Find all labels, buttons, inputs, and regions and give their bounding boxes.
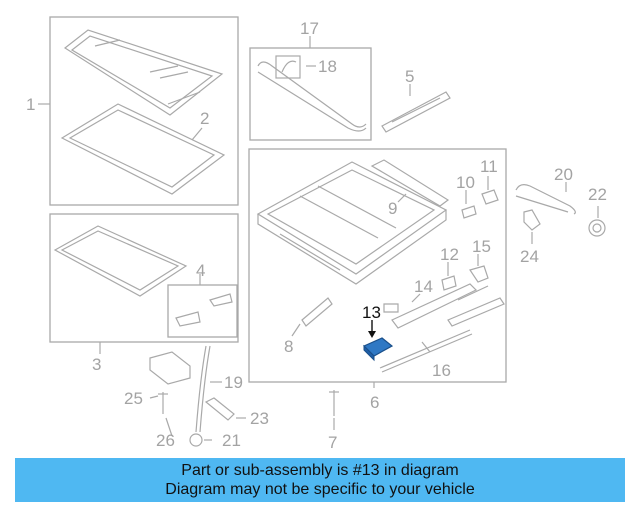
part-22-grommet[interactable] xyxy=(588,219,606,237)
group-box-3 xyxy=(49,213,239,343)
callout-21: 21 xyxy=(222,431,241,450)
callout-15: 15 xyxy=(472,237,491,256)
callout-14: 14 xyxy=(414,277,433,296)
callout-26: 26 xyxy=(156,431,175,450)
callout-5: 5 xyxy=(405,67,414,86)
part-1-glass-panel[interactable] xyxy=(63,29,224,116)
group-box-4 xyxy=(167,284,238,338)
callout-16: 16 xyxy=(432,361,451,380)
part-12-clip[interactable] xyxy=(441,275,457,291)
callout-18: 18 xyxy=(318,57,337,76)
callout-8: 8 xyxy=(284,337,293,356)
callout-24: 24 xyxy=(520,247,539,266)
part-11-bracket[interactable] xyxy=(481,189,499,205)
leader-lines xyxy=(38,36,599,441)
callout-6: 6 xyxy=(370,393,379,412)
group-box-1 xyxy=(49,16,239,206)
callout-1: 1 xyxy=(26,95,35,114)
callout-9: 9 xyxy=(388,199,397,218)
part-8-plate[interactable] xyxy=(301,297,333,327)
part-10-bracket[interactable] xyxy=(461,205,477,219)
callout-13: 13 xyxy=(362,303,381,322)
part-14-mechanism[interactable] xyxy=(383,283,505,329)
callout-22: 22 xyxy=(588,185,607,204)
part-17-drain-tube[interactable] xyxy=(257,55,367,132)
part-13-highlighted[interactable] xyxy=(362,320,394,362)
part-25-motor[interactable] xyxy=(149,351,191,385)
part-21-grommet[interactable] xyxy=(189,433,203,447)
part-24-clip[interactable] xyxy=(523,209,541,231)
part-5-deflector[interactable] xyxy=(381,91,451,133)
banner-line-1: Part or sub-assembly is #13 in diagram xyxy=(181,462,459,479)
callout-3: 3 xyxy=(92,355,101,374)
parts-diagram: 1 2 3 4 5 6 7 8 9 10 11 12 13 14 15 16 1… xyxy=(26,16,607,452)
info-banner: Part or sub-assembly is #13 in diagram D… xyxy=(15,458,625,502)
callout-17: 17 xyxy=(300,19,319,38)
callout-23: 23 xyxy=(250,409,269,428)
callout-12: 12 xyxy=(440,245,459,264)
banner-line-2: Diagram may not be specific to your vehi… xyxy=(165,481,475,498)
part-6-sunroof-frame[interactable] xyxy=(256,161,448,285)
part-9-guide-rail[interactable] xyxy=(370,159,450,207)
part-3-sunshade[interactable] xyxy=(53,225,188,297)
callout-11: 11 xyxy=(480,157,498,176)
part-7-bolt[interactable] xyxy=(329,390,339,416)
group-box-6 xyxy=(248,148,507,383)
part-16-drive-cable[interactable] xyxy=(379,329,473,373)
part-15-link[interactable] xyxy=(457,265,489,301)
callout-7: 7 xyxy=(328,433,337,452)
part-2-weatherstrip[interactable] xyxy=(60,103,226,195)
callout-2: 2 xyxy=(200,109,209,128)
callout-10: 10 xyxy=(456,173,475,192)
part-20-hose[interactable] xyxy=(515,184,576,215)
callout-20: 20 xyxy=(554,165,573,184)
part-23-clamp[interactable] xyxy=(204,397,235,421)
part-26-screw[interactable] xyxy=(158,392,168,414)
callout-25: 25 xyxy=(124,389,143,408)
callout-19: 19 xyxy=(224,373,243,392)
part-19-drain-hose[interactable] xyxy=(195,345,211,433)
callout-4: 4 xyxy=(196,261,205,280)
part-4-handles[interactable] xyxy=(175,293,233,327)
